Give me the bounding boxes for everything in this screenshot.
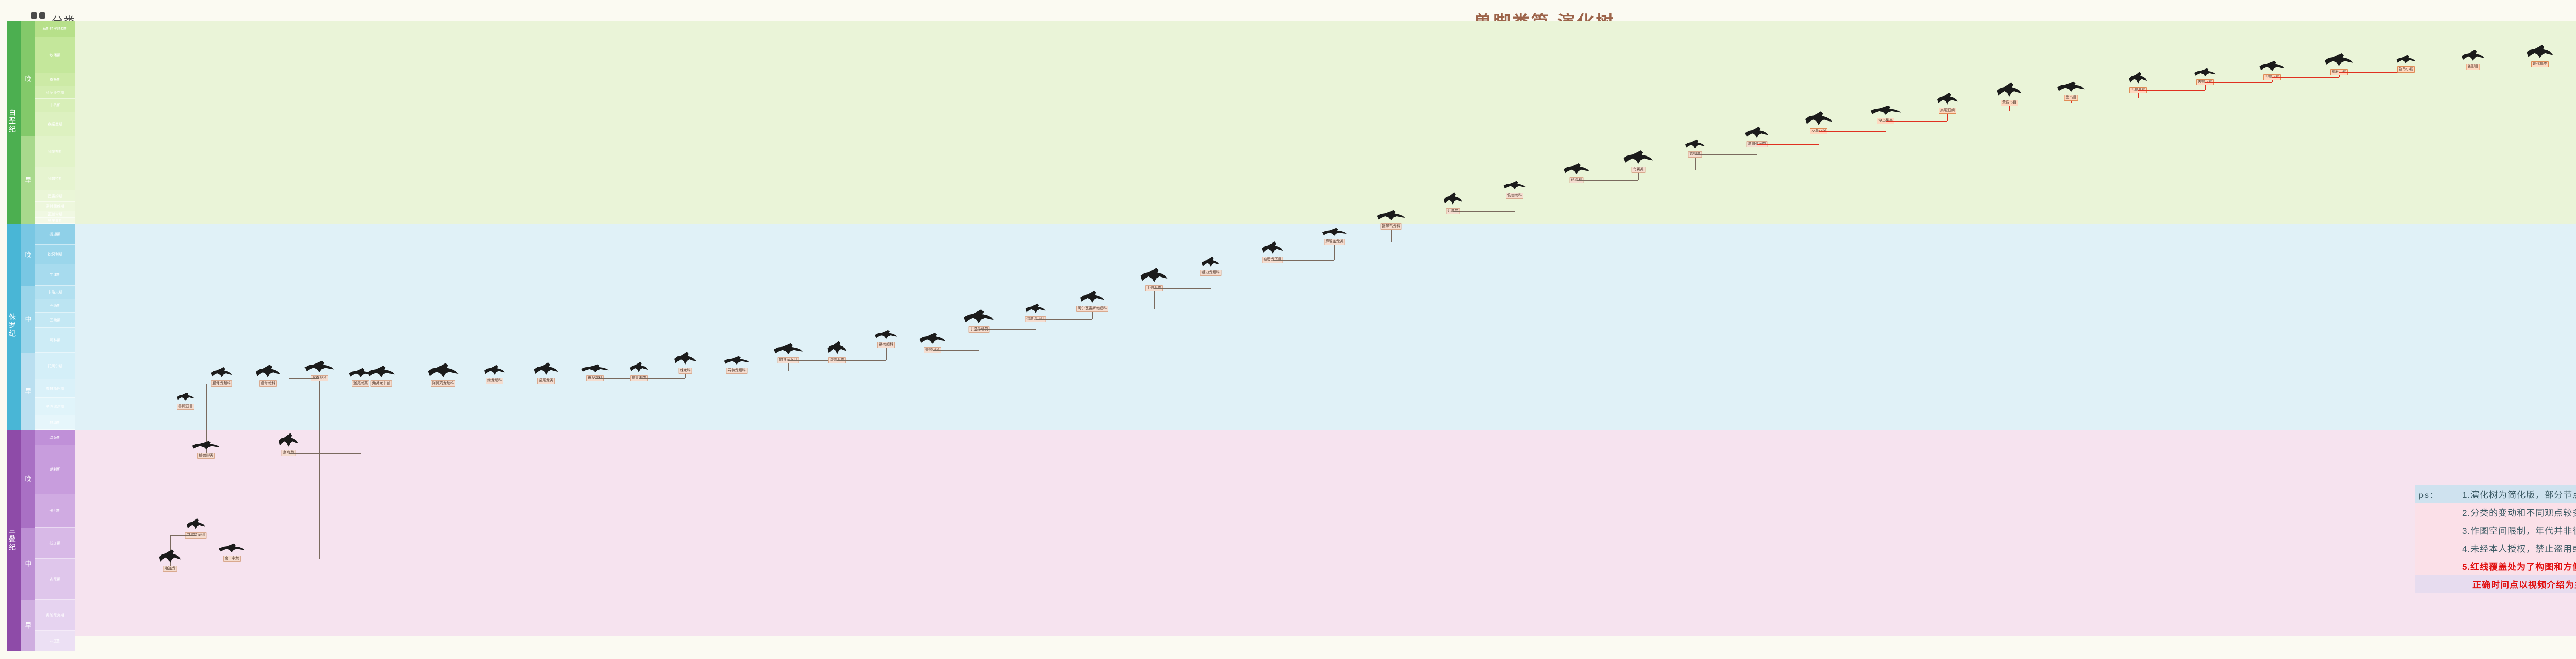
tree-link xyxy=(1334,242,1335,260)
timescale-age: 瑞替期 xyxy=(35,430,75,445)
tree-link xyxy=(2009,103,2010,111)
timescale-epoch: 中 xyxy=(21,528,35,600)
tree-link xyxy=(837,360,886,361)
tree-link xyxy=(1695,154,1696,170)
timescale-epoch: 晚 xyxy=(21,224,35,286)
note-line-highlight: 正确时间点以视频介绍为主（反鸟亚纲分化时间点非常接近） xyxy=(2415,575,2576,593)
tree-node[interactable]: 现代鸟类 xyxy=(2531,61,2549,68)
tree-link xyxy=(289,453,361,454)
note-line-highlight: 5.红线覆盖处为了构图和方便理解，位置有所调动 xyxy=(2415,557,2576,575)
timescale-age: 瓦兰今期 xyxy=(35,211,75,218)
timescale-age: 牛津期 xyxy=(35,264,75,286)
tree-link xyxy=(685,371,686,378)
tree-link xyxy=(206,384,207,456)
timescale-age: 坎潘期 xyxy=(35,37,75,73)
timescale-age: 钦莫利期 xyxy=(35,245,75,264)
tree-link xyxy=(1819,131,1886,132)
tree-link xyxy=(2205,82,2206,90)
tree-link xyxy=(1453,211,1515,212)
note-line: 1.演化树为简化版，部分节点和分支未标示 xyxy=(2415,485,2576,503)
tree-link xyxy=(1638,170,1639,180)
period-band xyxy=(68,224,2576,430)
tree-link xyxy=(319,378,320,559)
timescale-age: 巴柔期 xyxy=(35,313,75,328)
timescale-age: 巴通期 xyxy=(35,299,75,313)
notes-label: ps： xyxy=(2419,491,2439,500)
timescale-era: 侏罗纪 xyxy=(7,224,21,430)
timescale-epoch: 早 xyxy=(21,600,35,651)
tree-link xyxy=(639,378,685,379)
period-band xyxy=(68,21,2576,224)
tree-link xyxy=(2272,77,2339,78)
timescale-age: 印度期 xyxy=(35,631,75,651)
note-line: 3.作图空间限制，年代并非很精确，以视频讲解为主 xyxy=(2415,521,2576,539)
tree-node[interactable]: 艾雷拉龙科 xyxy=(185,532,207,539)
tree-link xyxy=(1154,288,1211,289)
timescale-age: 普林斯巴期 xyxy=(35,379,75,398)
tree-link xyxy=(595,378,639,379)
timescale-age: 土伦期 xyxy=(35,99,75,112)
timescale-era: 三叠纪 xyxy=(7,430,21,651)
timescale-age: 森诺曼期 xyxy=(35,112,75,136)
timescale-age: 阿普特期 xyxy=(35,167,75,190)
tree-link xyxy=(1036,319,1092,320)
timescale-age: 诺利期 xyxy=(35,445,75,494)
tree-link xyxy=(2339,72,2406,73)
timescale-age: 托阿尔期 xyxy=(35,353,75,379)
tree-link xyxy=(1391,227,1392,242)
timescale-age: 阿林期 xyxy=(35,328,75,353)
tree-node[interactable]: 新兽脚类 xyxy=(197,452,215,459)
timescale-age: 豪特里维期 xyxy=(35,202,75,211)
tree-link xyxy=(1757,144,1819,145)
tree-link xyxy=(1092,309,1093,319)
timescale-epoch: 晚 xyxy=(21,430,35,528)
timescale-epoch: 中 xyxy=(21,286,35,353)
tree-link xyxy=(788,360,789,371)
timescale-era: 白垩纪 xyxy=(7,21,21,224)
tree-link xyxy=(886,345,887,360)
geologic-timescale-sidebar: 白垩纪侏罗纪三叠纪晚早晚中早晚中早马斯特里赫特期坎潘期桑托期科尼亚克期土伦期森诺… xyxy=(7,16,75,655)
period-band xyxy=(68,430,2576,636)
note-line: 4.未经本人授权，禁止盗用或私自更改，谢谢 xyxy=(2415,539,2576,557)
timescale-age: 桑托期 xyxy=(35,73,75,86)
timescale-age: 科尼亚克期 xyxy=(35,86,75,99)
timescale-age: 贝里亚期 xyxy=(35,218,75,224)
timescale-age: 安尼期 xyxy=(35,559,75,600)
timescale-age: 提通期 xyxy=(35,224,75,245)
tree-link xyxy=(2138,90,2139,98)
tree-link xyxy=(1886,121,1947,122)
timescale-age: 卡洛夫期 xyxy=(35,286,75,299)
tree-link xyxy=(2205,82,2272,83)
tree-link xyxy=(289,378,319,379)
timescale-age: 阿尔布期 xyxy=(35,136,75,167)
timescale-age: 赫塘期 xyxy=(35,415,75,430)
timescale-age: 辛涅缪尔期 xyxy=(35,398,75,415)
tree-link xyxy=(2138,90,2205,91)
tree-link xyxy=(170,535,196,536)
timescale-age: 拉丁期 xyxy=(35,528,75,559)
timescale-epoch: 晚 xyxy=(21,21,35,136)
tree-link xyxy=(933,350,979,351)
tree-node[interactable]: 腔骨龙科 xyxy=(259,380,277,387)
timescale-age: 奥伦尼克期 xyxy=(35,600,75,631)
tree-link xyxy=(1947,111,1948,121)
tree-link xyxy=(788,360,837,361)
timescale-age: 卡尼期 xyxy=(35,494,75,528)
timescale-age: 巴雷姆期 xyxy=(35,190,75,202)
timescale-epoch: 早 xyxy=(21,136,35,224)
notes-block: ps： 1.演化树为简化版，部分节点和分支未标示 2.分类的变动和不同观点较多，… xyxy=(2415,485,2576,593)
tree-link xyxy=(1695,154,1757,155)
tree-link xyxy=(1273,260,1334,261)
timescale-age: 马斯特里赫特期 xyxy=(35,21,75,37)
timescale-epoch: 早 xyxy=(21,353,35,430)
tree-link xyxy=(1577,180,1638,181)
note-line: 2.分类的变动和不同观点较多，此图仅供参考 xyxy=(2415,503,2576,521)
tree-link xyxy=(1154,288,1155,309)
